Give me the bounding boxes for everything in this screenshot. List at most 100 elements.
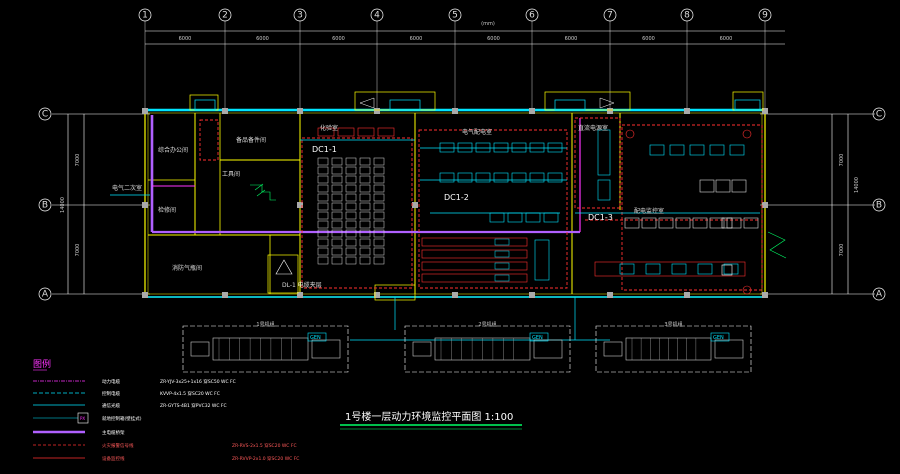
axis-label: C: [876, 110, 882, 120]
axis-label: A: [876, 290, 883, 300]
column: [684, 292, 690, 298]
generator-outline: [182, 325, 349, 373]
rack-unit: [373, 247, 385, 256]
legend-spec: ZR-RVVP-2x1.0 穿SC20 WC FC: [232, 455, 299, 462]
axis-label: 4: [374, 11, 380, 21]
rack-unit: [345, 256, 357, 265]
axis-bubble: [872, 198, 886, 212]
equipment: [669, 144, 685, 156]
legend-name: 通信光缆: [102, 402, 120, 409]
rack-unit: [331, 193, 343, 202]
left-span-1: 7000: [75, 154, 81, 167]
room-label: 工具间: [222, 170, 240, 178]
breaker-panel: [337, 127, 355, 137]
console: [715, 179, 731, 193]
axis-bubble: [38, 107, 52, 121]
rack-unit: [373, 193, 385, 202]
rack-unit: [317, 193, 329, 202]
rack-unit: [317, 247, 329, 256]
room-label: DL-1 电缆夹层: [282, 281, 322, 289]
gen-panel-label: GEN: [713, 335, 724, 341]
axis-label: 3: [297, 11, 303, 21]
battery-row: [421, 237, 528, 247]
column: [297, 202, 303, 208]
stair-icon: [250, 183, 787, 259]
span-dim: 6000: [410, 36, 423, 42]
rack-unit: [359, 229, 371, 238]
axis-bubble: [680, 8, 694, 22]
rack-unit: [331, 238, 343, 247]
column: [297, 108, 303, 114]
dc-tag: DC1-3: [588, 213, 613, 222]
breaker-panel: [357, 127, 375, 137]
equipment: [709, 144, 725, 156]
legend-name: 火灾报警信号线: [102, 442, 134, 449]
equipment: [671, 263, 687, 275]
axis-bubble: [138, 8, 152, 22]
axis-label: 7: [607, 11, 613, 21]
equipment: [439, 172, 455, 183]
room-label: 电气配电室: [462, 128, 492, 136]
rack-unit: [331, 256, 343, 265]
rack-unit: [331, 175, 343, 184]
span-dim: 6000: [565, 36, 578, 42]
battery-row: [421, 261, 528, 271]
left-span-2: 7000: [75, 244, 81, 257]
radiator: [533, 339, 563, 359]
rack-unit: [373, 166, 385, 175]
rack-unit: [359, 166, 371, 175]
console: [699, 179, 715, 193]
zone-boundaries: [199, 117, 763, 291]
rack-unit: [359, 238, 371, 247]
column: [142, 202, 148, 208]
console: [624, 217, 640, 229]
column: [529, 108, 535, 114]
rack-unit: [359, 157, 371, 166]
legend-spec: KVVP-4x1.5 穿SC20 WC FC: [160, 390, 220, 397]
room-label: 直流电源室: [578, 124, 608, 132]
column: [607, 108, 613, 114]
rack-unit: [331, 202, 343, 211]
rack-unit: [317, 229, 329, 238]
rack-unit: [359, 211, 371, 220]
equipment: [723, 263, 739, 275]
structural-columns: [142, 108, 768, 298]
rack-unit: [345, 175, 357, 184]
generator-label: 2号机组: [478, 321, 496, 328]
equipment: [529, 142, 545, 153]
span-dim: 6000: [642, 36, 655, 42]
rack-unit: [317, 202, 329, 211]
rack-unit: [373, 220, 385, 229]
console: [641, 217, 657, 229]
gen-panel-label: GEN: [310, 335, 321, 341]
equipment: [493, 172, 509, 183]
rack-unit: [331, 157, 343, 166]
generator-label: 3号机组: [664, 321, 682, 328]
rack-unit: [345, 166, 357, 175]
equipment: [507, 212, 523, 223]
equipment: [645, 263, 661, 275]
alarm-box: [721, 217, 733, 229]
rack-unit: [331, 211, 343, 220]
axis-label: 6: [529, 11, 535, 21]
rack-unit: [331, 247, 343, 256]
rack-unit: [373, 157, 385, 166]
battery-monitor: [494, 250, 510, 258]
rack-unit: [345, 211, 357, 220]
legend-title: 图例: [33, 358, 51, 370]
rack-unit: [345, 193, 357, 202]
overall-dim-label: (mm): [481, 21, 495, 27]
equipment: [547, 142, 563, 153]
rack-unit: [345, 184, 357, 193]
legend-box: [77, 412, 89, 424]
equipment: [475, 172, 491, 183]
axis-bubble: [38, 198, 52, 212]
column: [297, 292, 303, 298]
equipment: [619, 263, 635, 275]
axis-label: B: [876, 201, 882, 211]
equipment: [489, 212, 505, 223]
rack-unit: [345, 220, 357, 229]
top-bays: [189, 91, 764, 301]
